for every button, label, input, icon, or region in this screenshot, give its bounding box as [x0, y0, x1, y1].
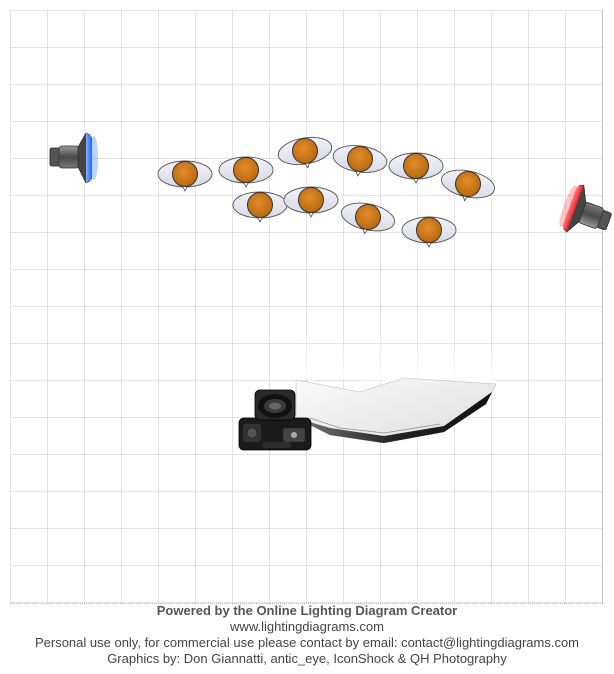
- person-icon[interactable]: [388, 152, 444, 184]
- right-strobe-light-icon[interactable]: [555, 181, 614, 244]
- person-icon[interactable]: [401, 216, 457, 248]
- footer: Powered by the Online Lighting Diagram C…: [0, 603, 614, 667]
- left-strobe-light-icon[interactable]: [49, 132, 98, 184]
- person-icon[interactable]: [437, 165, 498, 207]
- person-icon[interactable]: [275, 133, 336, 173]
- octabox-icon[interactable]: [292, 340, 497, 444]
- person-icon[interactable]: [330, 141, 390, 181]
- footer-url: www.lightingdiagrams.com: [230, 619, 384, 634]
- footer-credits: Graphics by: Don Giannatti, antic_eye, I…: [107, 651, 507, 666]
- person-icon[interactable]: [283, 186, 339, 218]
- subjects-group: [157, 133, 498, 248]
- footer-usage-notice: Personal use only, for commercial use pl…: [34, 635, 580, 650]
- person-icon[interactable]: [337, 198, 398, 240]
- grid-background: [10, 10, 603, 604]
- person-icon[interactable]: [157, 160, 213, 192]
- footer-title: Powered by the Online Lighting Diagram C…: [156, 603, 458, 618]
- person-icon[interactable]: [232, 191, 288, 223]
- dslr-camera-icon[interactable]: [238, 389, 312, 451]
- person-icon[interactable]: [218, 156, 274, 188]
